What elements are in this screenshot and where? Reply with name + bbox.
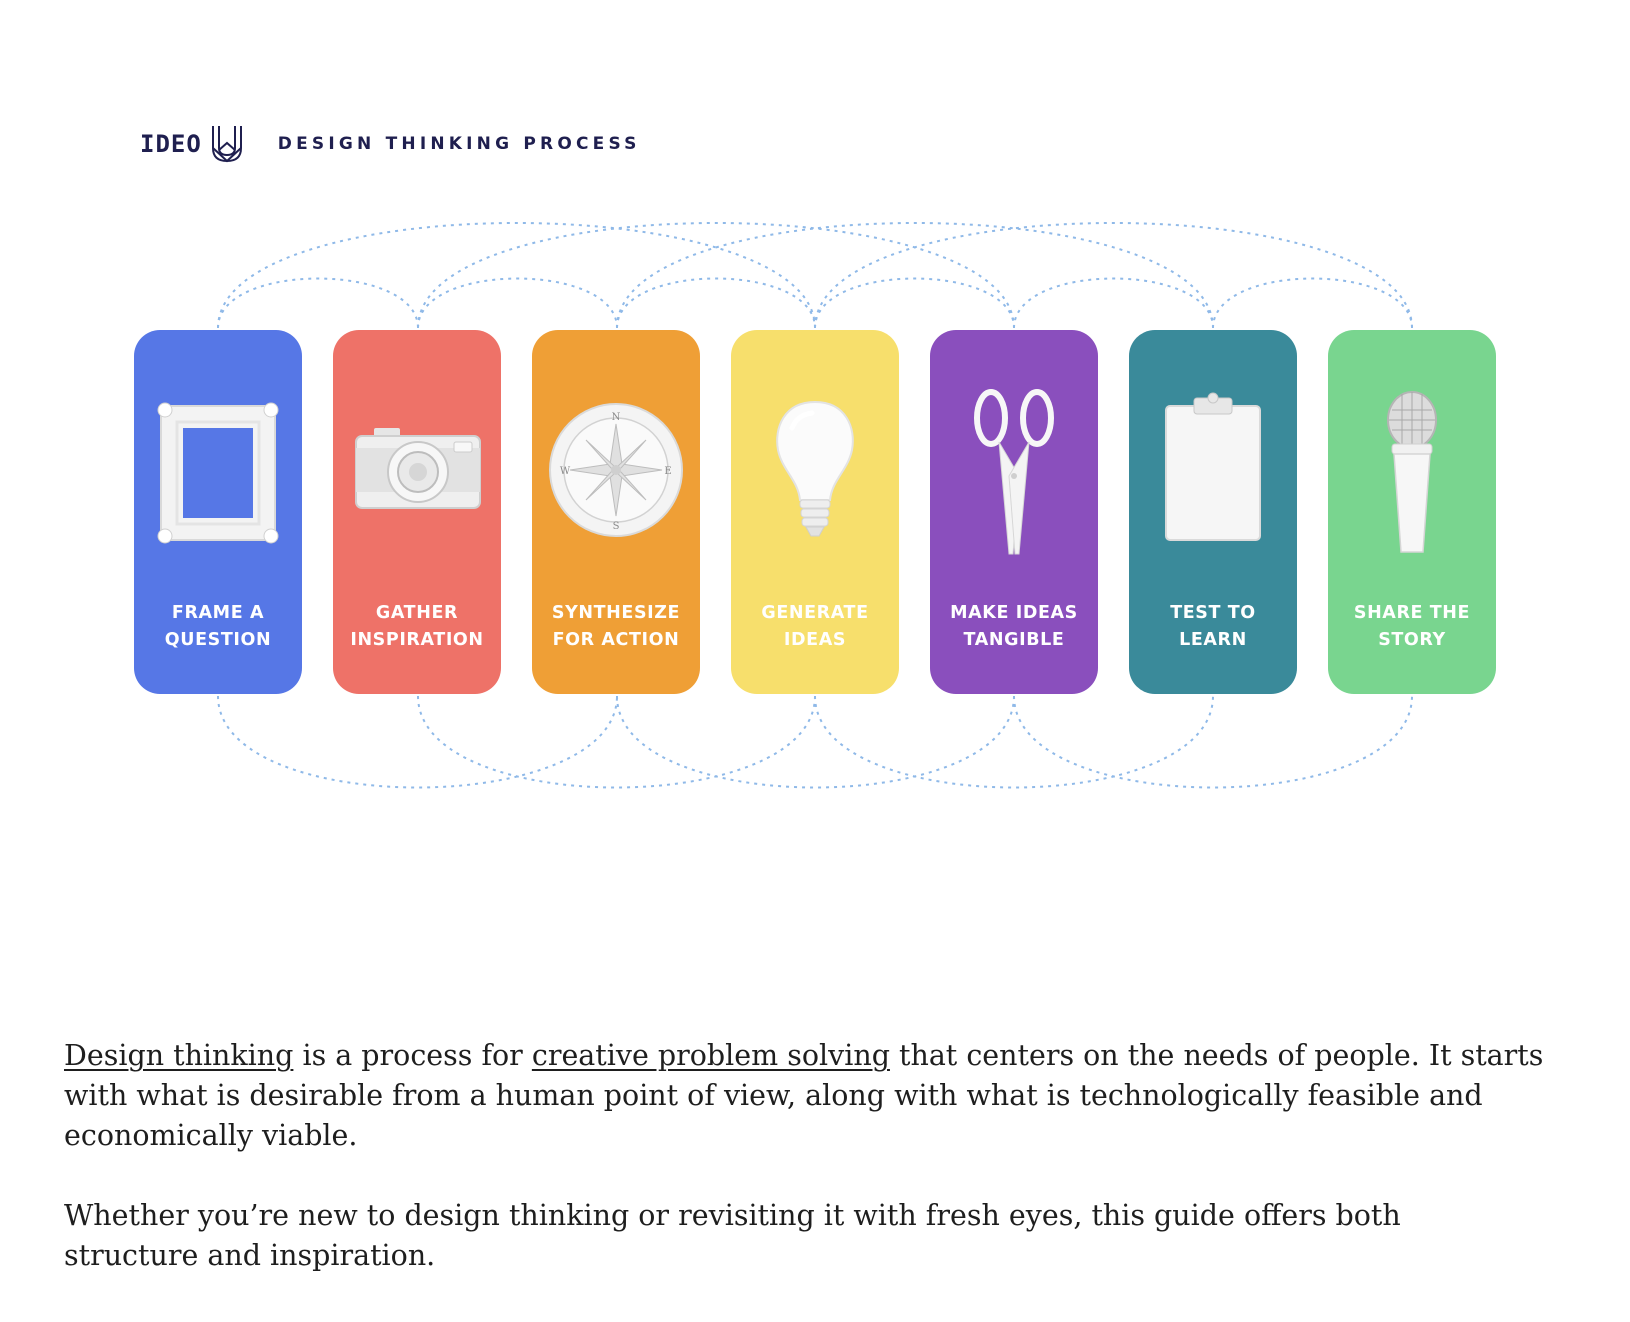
loop-top-1 (217, 277, 419, 329)
loop-top-4 (814, 277, 1015, 329)
compass-icon: N S W E (549, 403, 683, 537)
picture-frame-icon (157, 402, 279, 544)
step-card-make-ideas-tangible[interactable]: MAKE IDEAS TANGIBLE (930, 330, 1098, 694)
camera-icon (355, 428, 481, 509)
u-mark-icon (211, 126, 242, 163)
intro-paragraph-1: Design thinking is a process for creativ… (64, 1039, 1544, 1152)
step-label: GENERATE IDEAS (761, 603, 869, 650)
loop-top-3 (616, 277, 816, 329)
lightbulb-icon (776, 400, 854, 537)
step-card-synthesize-for-action[interactable]: N S W E SYNTHESIZE FOR ACTION (532, 330, 700, 694)
process-diagram: FRAME A QUESTION GATHER INSPIRATION (0, 200, 1630, 820)
intro-paragraph-2: Whether you’re new to design thinking or… (64, 1199, 1401, 1272)
step-label: TEST TO LEARN (1170, 603, 1256, 650)
step-card-generate-ideas[interactable]: GENERATE IDEAS (731, 330, 899, 694)
design-thinking-link[interactable]: Design thinking (64, 1039, 294, 1072)
intro-text: Design thinking is a process for creativ… (64, 1036, 1544, 1316)
loop-bottom-3 (616, 695, 1015, 789)
loop-bottom-4 (814, 695, 1214, 789)
step-card-test-to-learn[interactable]: TEST TO LEARN (1129, 330, 1297, 694)
step-card-frame-a-question[interactable]: FRAME A QUESTION (134, 330, 302, 694)
header-title: DESIGN THINKING PROCESS (277, 134, 641, 154)
microphone-icon (1387, 391, 1437, 553)
loop-bottom-1 (217, 695, 618, 789)
logo-text: IDEO (140, 130, 202, 158)
step-cards: FRAME A QUESTION GATHER INSPIRATION (134, 330, 1496, 694)
loop-top-5 (1013, 277, 1214, 329)
process-loops (217, 222, 1413, 789)
svg-text:E: E (664, 466, 671, 477)
page-header: IDEO DESIGN THINKING PROCESS (140, 122, 641, 166)
step-label: SYNTHESIZE FOR ACTION (551, 603, 681, 650)
step-label: GATHER INSPIRATION (350, 603, 484, 650)
loop-top-2 (417, 277, 618, 329)
loop-top-6 (1212, 277, 1413, 329)
step-card-gather-inspiration[interactable]: GATHER INSPIRATION (333, 330, 501, 694)
svg-text:W: W (560, 466, 571, 477)
loop-top-wide-4 (814, 222, 1413, 329)
svg-text:S: S (613, 521, 620, 532)
loop-bottom-2 (417, 695, 816, 789)
step-card-share-the-story[interactable]: SHARE THE STORY (1328, 330, 1496, 694)
step-label: SHARE THE STORY (1353, 603, 1471, 650)
ideo-u-logo[interactable]: IDEO (140, 124, 244, 164)
step-label: FRAME A QUESTION (164, 603, 272, 650)
loop-top-wide-1 (217, 222, 816, 329)
loop-top-wide-2 (417, 222, 1015, 329)
svg-text:N: N (612, 412, 621, 423)
scissors-icon (974, 389, 1054, 555)
loop-bottom-5 (1013, 695, 1413, 789)
creative-problem-solving-link[interactable]: creative problem solving (531, 1039, 890, 1072)
step-label: MAKE IDEAS TANGIBLE (950, 603, 1078, 650)
loop-top-wide-3 (616, 222, 1214, 329)
clipboard-icon (1165, 392, 1261, 541)
